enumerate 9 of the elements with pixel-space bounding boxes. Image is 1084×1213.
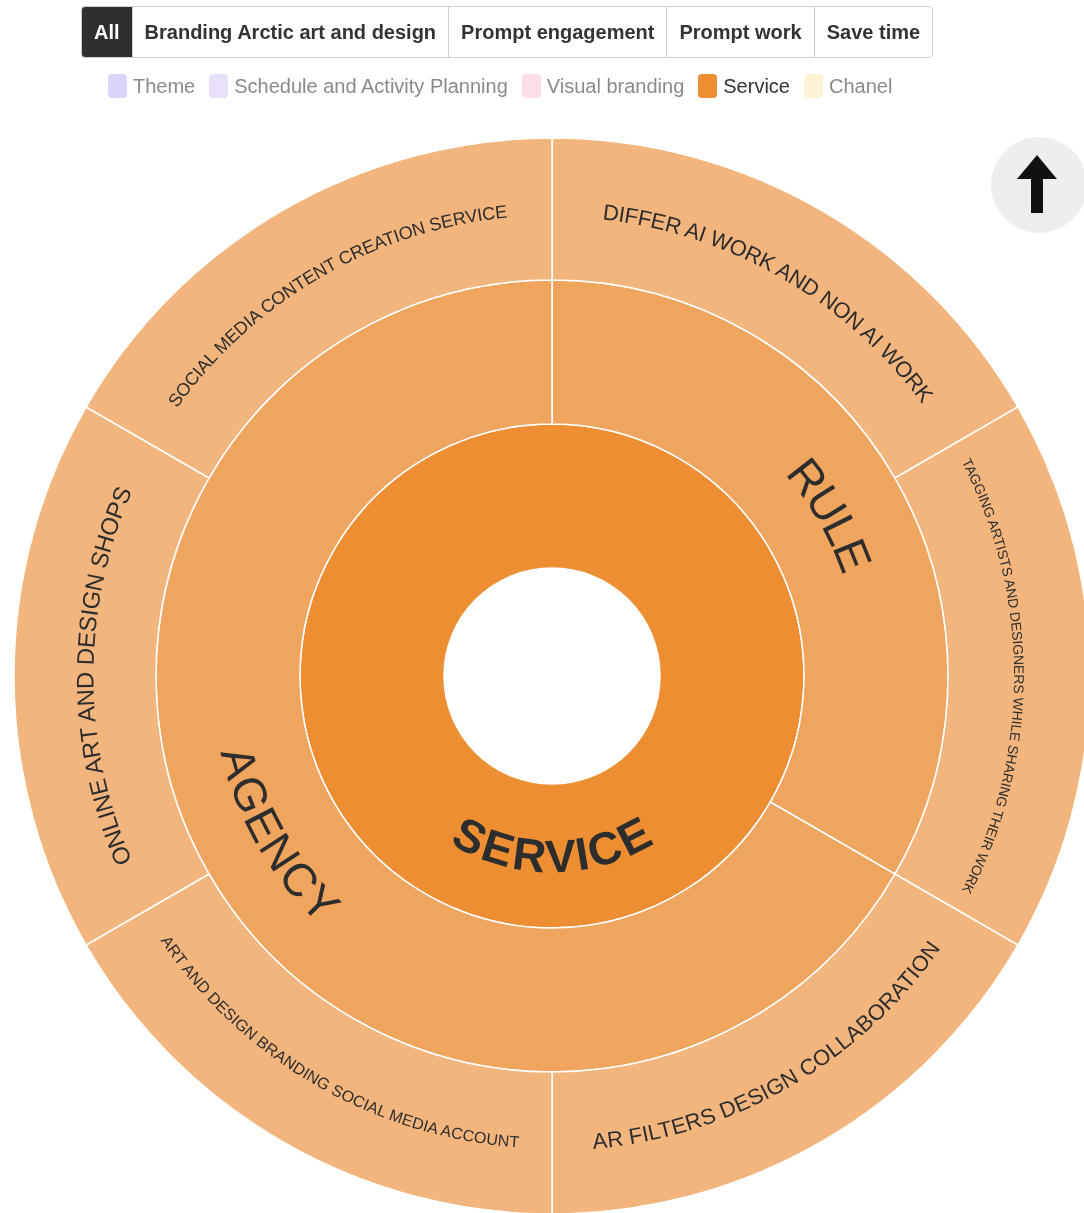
filter-tab: All: [82, 7, 132, 57]
segment-label: SERVICE: [444, 806, 660, 883]
legend-label: Chanel: [829, 74, 893, 98]
legend-label: Schedule and Activity Planning: [234, 74, 508, 98]
filter-tab: Save time: [813, 7, 933, 57]
sunburst-segment: [85, 137, 553, 479]
legend-label: Visual branding: [546, 74, 685, 98]
legend-label: Theme: [133, 74, 196, 98]
legend-label: Service: [723, 74, 790, 98]
